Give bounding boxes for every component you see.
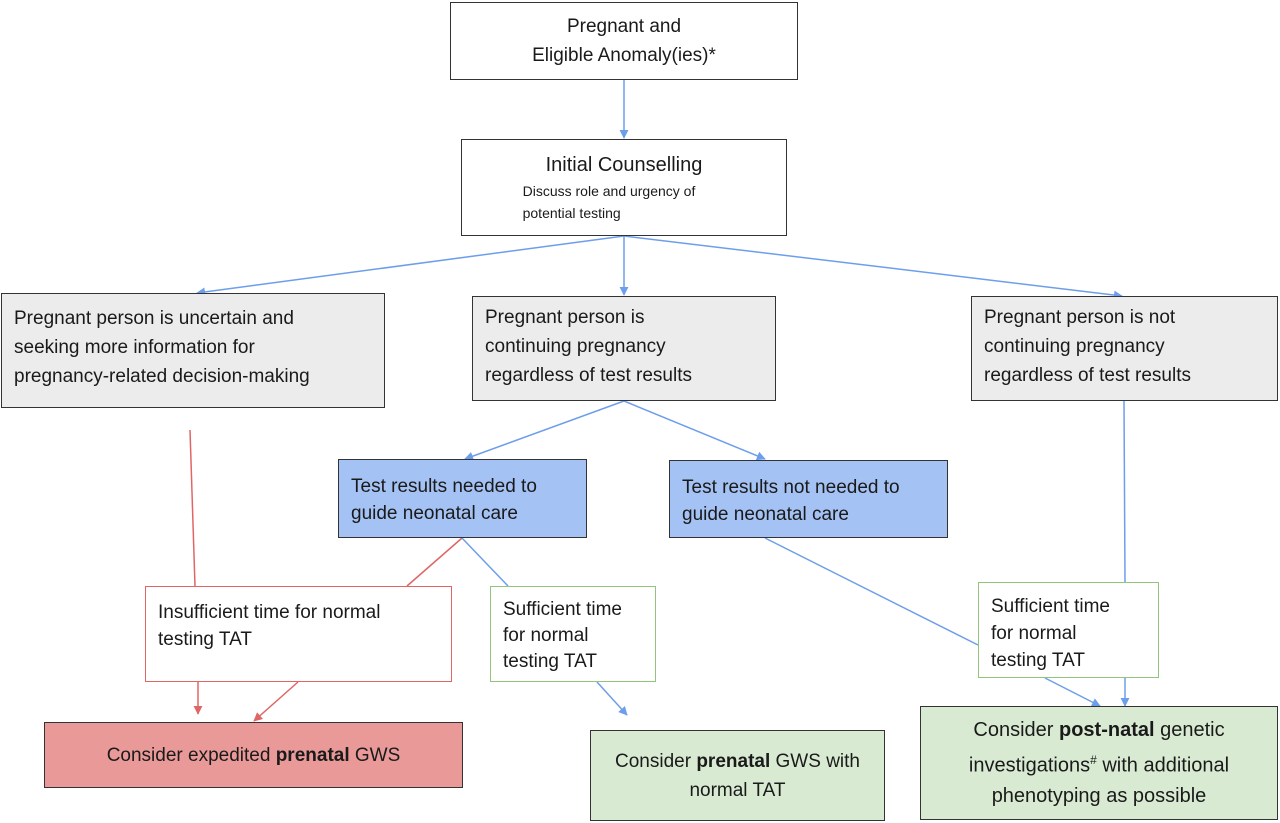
- node-results-not-needed-line2: guide neonatal care: [682, 504, 849, 525]
- node-results-needed: Test results needed to guide neonatal ca…: [338, 459, 587, 538]
- node-postnatal-line2: investigations# with additional: [969, 745, 1229, 781]
- line-uncertain-to-insufficient: [189, 429, 196, 587]
- node-prenatal-normal-post: GWS with: [770, 750, 860, 772]
- node-sufficient-time-middle: Sufficient time for normal testing TAT: [490, 586, 656, 682]
- node-sufficient-time-middle-line1: Sufficient time: [503, 599, 622, 620]
- node-sufficient-time-right-line3: testing TAT: [991, 650, 1085, 671]
- node-sufficient-time-right-line1: Sufficient time: [991, 596, 1110, 617]
- node-expedited-prenatal-gws-line1: Consider expedited prenatal GWS: [107, 741, 401, 770]
- node-postnatal-post: genetic: [1154, 719, 1225, 742]
- node-expedited-bold: prenatal: [275, 744, 350, 766]
- node-sufficient-time-right: Sufficient time for normal testing TAT: [978, 582, 1159, 678]
- node-postnatal-bold: post-natal: [1058, 719, 1155, 742]
- node-pregnant-eligible-line1: Pregnant and: [566, 16, 682, 37]
- arrow-insufficient-to-expedited-right: [253, 681, 299, 722]
- arrow-continuing-to-not-needed: [623, 400, 766, 461]
- line-not-needed-to-sufficient-right: [764, 537, 979, 646]
- node-prenatal-normal-bold: prenatal: [696, 750, 771, 772]
- line-needed-to-insufficient: [406, 537, 463, 587]
- node-postnatal-investigations: Consider post-natal genetic investigatio…: [920, 706, 1278, 820]
- node-insufficient-time-line2: testing TAT: [158, 629, 252, 650]
- node-initial-counselling-sub2: potential testing: [522, 205, 621, 221]
- node-uncertain-line2: seeking more information for: [14, 337, 255, 358]
- node-not-continuing-line1: Pregnant person is not: [984, 307, 1176, 328]
- node-prenatal-normal-line1: Consider prenatal GWS with: [615, 747, 860, 776]
- node-sufficient-time-middle-line2: for normal: [503, 625, 589, 646]
- node-postnatal-line3: phenotyping as possible: [991, 784, 1207, 807]
- node-insufficient-time-line1: Insufficient time for normal: [158, 602, 381, 623]
- node-continuing-line2: continuing pregnancy: [485, 336, 666, 357]
- node-expedited-prenatal-gws: Consider expedited prenatal GWS: [44, 722, 463, 788]
- node-sufficient-time-right-line2: for normal: [991, 623, 1077, 644]
- node-expedited-pre: Consider expedited: [106, 744, 276, 766]
- arrow-counselling-to-not-continuing: [623, 235, 1123, 300]
- line-needed-to-sufficient-mid: [461, 537, 509, 587]
- node-insufficient-time: Insufficient time for normal testing TAT: [145, 586, 452, 682]
- node-postnatal-line2-post: with additional: [1096, 754, 1230, 777]
- node-pregnant-eligible-line2: Eligible Anomaly(ies)*: [532, 45, 716, 66]
- node-continuing-line1: Pregnant person is: [485, 307, 645, 328]
- node-initial-counselling: Initial Counselling Discuss role and urg…: [461, 139, 787, 236]
- node-prenatal-normal-tat: Consider prenatal GWS with normal TAT: [590, 730, 885, 821]
- node-initial-counselling-title: Initial Counselling: [545, 154, 703, 176]
- arrow-counselling-to-uncertain: [196, 235, 625, 297]
- node-not-continuing: Pregnant person is not continuing pregna…: [971, 296, 1278, 401]
- node-initial-counselling-sub1: Discuss role and urgency of: [522, 183, 696, 199]
- node-uncertain-line1: Pregnant person is uncertain and: [14, 308, 294, 329]
- node-postnatal-line2-pre: investigations: [968, 754, 1091, 777]
- node-prenatal-normal-pre: Consider: [615, 750, 697, 772]
- node-continuing: Pregnant person is continuing pregnancy …: [472, 296, 776, 401]
- line-not-continuing-to-sufficient-right: [1123, 400, 1126, 583]
- node-initial-counselling-subtext: Discuss role and urgency of potential te…: [523, 180, 696, 224]
- node-prenatal-normal-line2: normal TAT: [689, 779, 786, 801]
- arrow-sufficient-right-to-postnatal-diagonal: [1044, 677, 1101, 707]
- node-uncertain-line3: pregnancy-related decision-making: [14, 366, 310, 387]
- node-uncertain: Pregnant person is uncertain and seeking…: [1, 293, 385, 408]
- node-not-continuing-line2: continuing pregnancy: [984, 336, 1165, 357]
- node-results-not-needed: Test results not needed to guide neonata…: [669, 460, 948, 538]
- node-results-needed-line2: guide neonatal care: [351, 503, 518, 524]
- node-pregnant-eligible: Pregnant and Eligible Anomaly(ies)*: [450, 2, 798, 80]
- node-results-not-needed-line1: Test results not needed to: [682, 477, 900, 498]
- node-postnatal-pre: Consider: [973, 719, 1059, 742]
- node-sufficient-time-middle-line3: testing TAT: [503, 651, 597, 672]
- node-not-continuing-line3: regardless of test results: [984, 365, 1191, 386]
- node-continuing-line3: regardless of test results: [485, 365, 692, 386]
- node-results-needed-line1: Test results needed to: [351, 476, 537, 497]
- node-postnatal-superscript: #: [1090, 753, 1097, 768]
- arrow-continuing-to-needed: [464, 400, 625, 461]
- node-expedited-post: GWS: [349, 744, 401, 766]
- node-postnatal-line1: Consider post-natal genetic: [973, 715, 1224, 745]
- arrow-sufficient-mid-to-prenatal: [596, 681, 628, 716]
